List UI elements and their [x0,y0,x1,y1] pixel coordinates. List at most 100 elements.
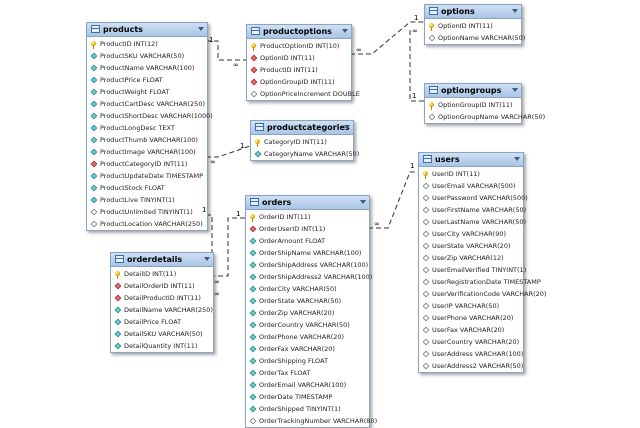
column-row[interactable]: ProductID INT(12) [87,38,207,50]
table-header[interactable]: orders [246,196,369,210]
column-row[interactable]: ProductStock FLOAT [87,182,207,194]
column-row[interactable]: DetailQuantity INT(11) [111,340,213,352]
column-row[interactable]: ProductLive TINYINT(1) [87,194,207,206]
table-header[interactable]: orderdetails [111,253,213,267]
column-row[interactable]: DetailOrderID INT(11) [111,280,213,292]
column-row[interactable]: ProductImage VARCHAR(100) [87,146,207,158]
column-label: UserFax VARCHAR(20) [432,326,505,334]
column-row[interactable]: UserFirstName VARCHAR(50) [419,204,526,216]
table-header[interactable]: optiongroups [425,84,521,98]
column-row[interactable]: ProductUnlimited TINYINT(1) [87,206,207,218]
column-row[interactable]: DetailSKU VARCHAR(50) [111,328,213,340]
column-row[interactable]: OrderCity VARCHAR(50) [246,283,369,295]
table-header[interactable]: products [87,23,207,37]
column-row[interactable]: OrderTax FLOAT [246,367,369,379]
column-list: UserID INT(11)UserEmail VARCHAR(500)User… [419,167,546,372]
column-row[interactable]: UserID INT(11) [419,168,523,180]
column-row[interactable]: ProductLongDesc TEXT [87,122,207,134]
table-header[interactable]: productcategories [251,121,353,135]
column-row[interactable]: OrderShipName VARCHAR(100) [246,247,369,259]
column-row[interactable]: UserRegistrationDate TIMESTAMP [419,276,541,288]
column-row[interactable]: UserPhone VARCHAR(20) [419,312,523,324]
column-row[interactable]: OptionGroupID INT(11) [425,99,521,111]
column-row[interactable]: UserFax VARCHAR(20) [419,324,523,336]
column-row[interactable]: UserZip VARCHAR(12) [419,252,523,264]
column-row[interactable]: ProductShortDesc VARCHAR(1000) [87,110,213,122]
column-row[interactable]: UserCountry VARCHAR(20) [419,336,523,348]
column-row[interactable]: UserPassword VARCHAR(500) [419,192,528,204]
column-row[interactable]: OptionGroupName VARCHAR(50) [425,111,545,123]
column-row[interactable]: OrderShipping FLOAT [246,355,369,367]
column-row[interactable]: ProductWeight FLOAT [87,86,207,98]
collapse-arrow-icon[interactable] [204,257,210,261]
collapse-arrow-icon[interactable] [512,9,518,13]
column-row[interactable]: OrderShipAddress VARCHAR(100) [246,259,369,271]
collapse-arrow-icon[interactable] [198,27,204,31]
column-row[interactable]: ProductName VARCHAR(100) [87,62,207,74]
table-header[interactable]: productoptions [247,25,351,39]
column-row[interactable]: CategoryName VARCHAR(50) [251,148,359,160]
column-row[interactable]: OrderCountry VARCHAR(50) [246,319,369,331]
collapse-arrow-icon[interactable] [514,157,520,161]
column-row[interactable]: UserVerificationCode VARCHAR(20) [419,288,546,300]
table-header[interactable]: users [419,153,523,167]
table-title: productoptions [263,27,332,36]
column-row[interactable]: ProductUpdateDate TIMESTAMP [87,170,207,182]
rel-products-productoptions [206,40,246,61]
column-row[interactable]: OptionName VARCHAR(50) [425,32,525,44]
column-row[interactable]: DetailID INT(11) [111,268,213,280]
column-row[interactable]: UserLastName VARCHAR(50) [419,216,526,228]
column-row[interactable]: UserAddress2 VARCHAR(50) [419,360,523,372]
column-row[interactable]: ProductLocation VARCHAR(250) [87,218,207,230]
column-row[interactable]: OrderTrackingNumber VARCHAR(80) [246,415,377,427]
column-row[interactable]: DetailName VARCHAR(250) [111,304,213,316]
column-row[interactable]: UserAddress VARCHAR(100) [419,348,523,360]
column-row[interactable]: DetailPrice FLOAT [111,316,213,328]
column-row[interactable]: OrderAmount FLOAT [246,235,369,247]
column-row[interactable]: DetailProductID INT(11) [111,292,213,304]
collapse-arrow-icon[interactable] [512,88,518,92]
column-row[interactable]: OrderZip VARCHAR(20) [246,307,369,319]
collapse-arrow-icon[interactable] [360,200,366,204]
column-row[interactable]: OptionPriceIncrement DOUBLE [247,88,360,100]
column-row[interactable]: OrderShipAddress2 VARCHAR(100) [246,271,372,283]
column-row[interactable]: OptionID INT(11) [247,52,351,64]
column-row[interactable]: OptionID INT(11) [425,20,521,32]
column-row[interactable]: OptionGroupID INT(11) [247,76,351,88]
column-row[interactable]: UserState VARCHAR(20) [419,240,523,252]
column-row[interactable]: UserCity VARCHAR(90) [419,228,523,240]
nullable-column-icon [422,254,430,262]
column-label: OrderShipped TINYINT(1) [259,405,341,413]
column-row[interactable]: ProductCartDesc VARCHAR(250) [87,98,207,110]
column-row[interactable]: OrderState VARCHAR(50) [246,295,369,307]
column-row[interactable]: UserEmailVerified TINYINT(1) [419,264,526,276]
column-row[interactable]: CategoryID INT(11) [251,136,353,148]
column-row[interactable]: OrderFax VARCHAR(20) [246,343,369,355]
column-row[interactable]: ProductThumb VARCHAR(100) [87,134,207,146]
column-row[interactable]: OrderDate TIMESTAMP [246,391,369,403]
column-row[interactable]: UserIP VARCHAR(50) [419,300,523,312]
column-row[interactable]: OrderShipped TINYINT(1) [246,403,369,415]
column-row[interactable]: ProductPrice FLOAT [87,74,207,86]
column-row[interactable]: OrderEmail VARCHAR(100) [246,379,369,391]
column-row[interactable]: OrderPhone VARCHAR(20) [246,331,369,343]
column-row[interactable]: UserEmail VARCHAR(500) [419,180,523,192]
column-row[interactable]: OrderUserID INT(11) [246,223,369,235]
collapse-arrow-icon[interactable] [344,125,350,129]
column-row[interactable]: ProductOptionID INT(10) [247,40,351,52]
column-row[interactable]: ProductID INT(11) [247,64,351,76]
column-icon [90,196,98,204]
column-row[interactable]: ProductSKU VARCHAR(50) [87,50,207,62]
collapse-arrow-icon[interactable] [342,29,348,33]
column-row[interactable]: ProductCategoryID INT(11) [87,158,207,170]
table-header[interactable]: options [425,5,521,19]
column-row[interactable]: OrderID INT(11) [246,211,369,223]
